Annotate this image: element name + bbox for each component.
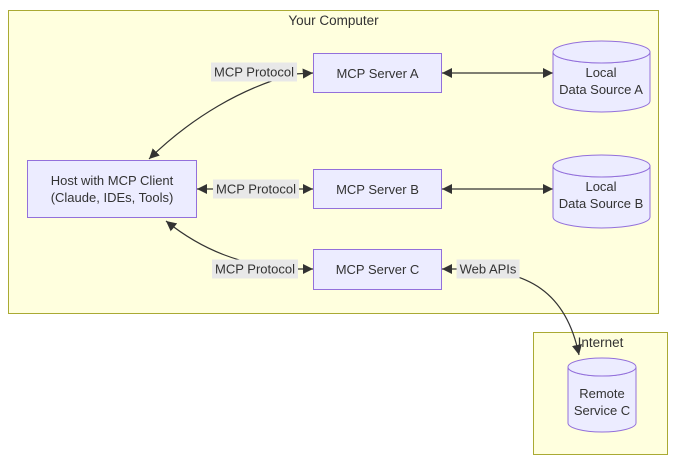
data-source-b-line2: Data Source B bbox=[558, 196, 644, 211]
cylinder-local-data-source-a bbox=[552, 40, 651, 113]
edge-label-web-apis: Web APIs bbox=[456, 259, 520, 279]
node-mcp-server-a-label: MCP Server A bbox=[336, 65, 419, 81]
node-host-with-mcp-client: Host with MCP Client (Claude, IDEs, Tool… bbox=[27, 160, 197, 218]
node-mcp-server-b: MCP Server B bbox=[313, 169, 442, 209]
cylinder-label-remote-service-c: Remote Service C bbox=[574, 385, 630, 419]
node-mcp-server-a: MCP Server A bbox=[313, 53, 442, 93]
node-host-label-line1: Host with MCP Client bbox=[50, 173, 174, 188]
node-mcp-server-b-label: MCP Server B bbox=[336, 181, 419, 197]
edge-label-mcp-protocol-a: MCP Protocol bbox=[211, 62, 297, 82]
cylinder-remote-service-c bbox=[567, 357, 637, 433]
edge-label-mcp-protocol-c: MCP Protocol bbox=[212, 259, 298, 279]
cluster-your-computer-label: Your Computer bbox=[288, 13, 379, 28]
edge-label-mcp-protocol-b: MCP Protocol bbox=[213, 179, 299, 199]
cylinder-label-local-data-source-b: Local Data Source B bbox=[559, 178, 644, 212]
remote-service-c-line1: Remote bbox=[579, 386, 625, 401]
data-source-a-line1: Local bbox=[585, 65, 617, 80]
cluster-internet-label: Internet bbox=[577, 335, 624, 350]
cylinder-local-data-source-b bbox=[552, 154, 651, 229]
data-source-b-line1: Local bbox=[585, 179, 617, 194]
arrow-host-server-a bbox=[148, 68, 314, 160]
node-mcp-server-c-label: MCP Server C bbox=[335, 262, 420, 277]
cylinder-label-local-data-source-a: Local Data Source A bbox=[559, 64, 643, 98]
node-host-label-line2: (Claude, IDEs, Tools) bbox=[50, 190, 174, 205]
arrow-server-c-remote-service-c bbox=[442, 263, 582, 356]
node-mcp-server-c: MCP Server C bbox=[313, 249, 442, 290]
remote-service-c-line2: Service C bbox=[573, 403, 631, 418]
data-source-a-line2: Data Source A bbox=[559, 82, 643, 97]
